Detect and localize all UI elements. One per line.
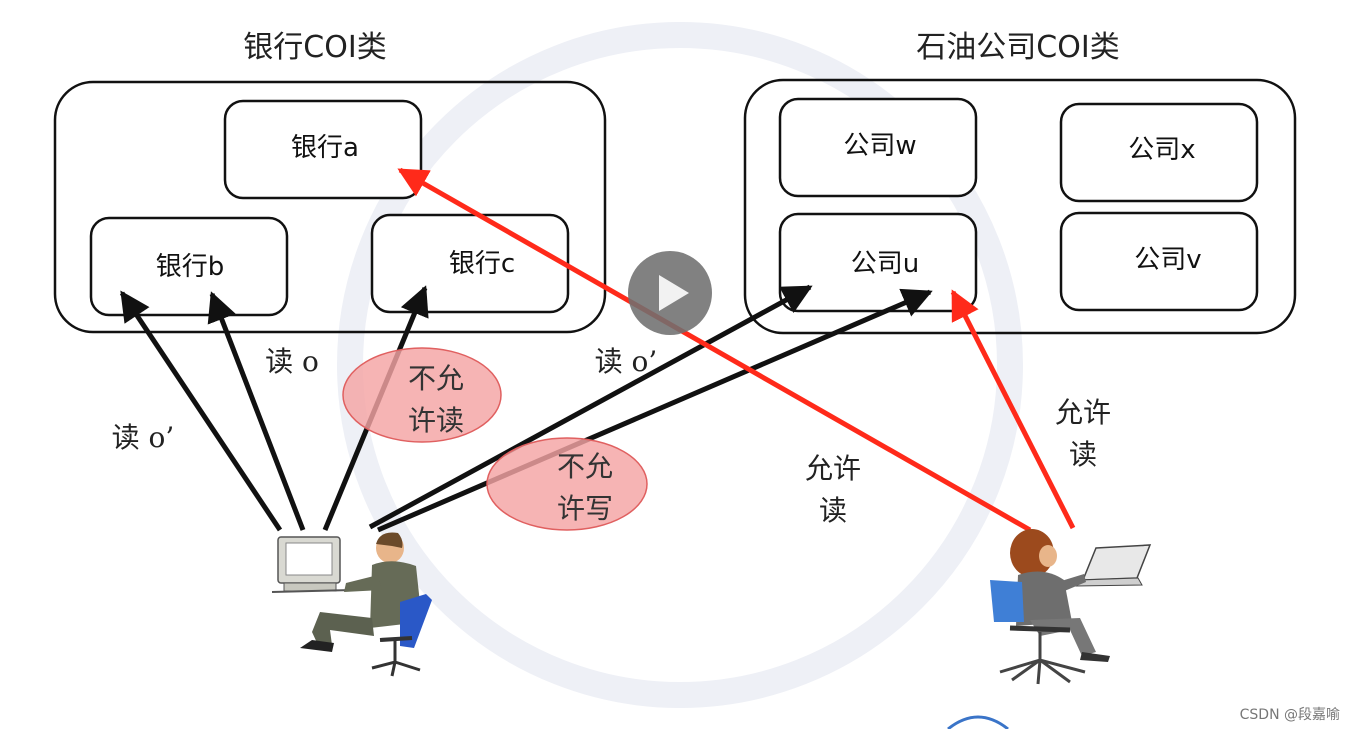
arrow-to-company-u-red xyxy=(950,289,1076,530)
bottom-logo-fragment xyxy=(947,715,1009,729)
company-w-box xyxy=(778,97,978,198)
arrow-to-company-u-1 xyxy=(368,284,813,530)
bank-coi-title: 银行COI类 xyxy=(243,30,386,65)
arrow-to-bank-b-1 xyxy=(119,290,283,532)
label-allow-read-right-2: 读 xyxy=(1069,438,1097,471)
csdn-watermark: CSDN @段嘉喻 xyxy=(1240,707,1340,723)
label-allow-read-mid-2: 读 xyxy=(819,494,847,527)
label-read-o: 读 o xyxy=(265,345,319,378)
deny-write-line1: 不允 xyxy=(557,450,613,483)
label-read-o-prime-left: 读 o’ xyxy=(112,421,175,454)
background-watermark xyxy=(337,22,1023,708)
deny-read-line1: 不允 xyxy=(408,362,464,395)
oil-coi-title: 石油公司COI类 xyxy=(916,30,1119,65)
bank-b-label: 银行b xyxy=(156,252,225,282)
black-arrows xyxy=(119,284,933,533)
deny-write-badge xyxy=(486,437,648,531)
bank-coi-container xyxy=(53,80,607,334)
deny-read-badge xyxy=(342,347,502,443)
deny-read-line2: 许读 xyxy=(408,404,464,437)
play-button[interactable] xyxy=(628,251,712,335)
play-icon xyxy=(659,275,689,311)
label-read-o-prime-mid: 读 o’ xyxy=(595,345,658,378)
label-allow-read-mid-1: 允许 xyxy=(805,452,861,485)
company-u-label: 公司u xyxy=(851,249,919,279)
arrow-to-bank-b-2 xyxy=(207,291,306,531)
man-at-computer-icon xyxy=(271,532,432,677)
label-allow-read-right-1: 允许 xyxy=(1055,396,1111,429)
arrow-to-company-u-2 xyxy=(377,288,933,533)
oil-coi-container xyxy=(743,78,1297,335)
company-x-box xyxy=(1059,102,1259,203)
red-arrows xyxy=(397,167,1076,533)
arrow-to-bank-a xyxy=(397,167,1032,533)
bank-a-box xyxy=(223,99,423,200)
deny-write-line2: 许写 xyxy=(557,492,613,525)
company-w-label: 公司w xyxy=(843,131,916,161)
company-u-box xyxy=(778,212,978,313)
company-x-label: 公司x xyxy=(1128,135,1195,165)
company-v-box xyxy=(1059,211,1259,312)
woman-at-laptop-icon xyxy=(990,529,1152,685)
bank-c-label: 银行c xyxy=(449,249,515,279)
company-v-label: 公司v xyxy=(1134,245,1201,275)
bank-a-label: 银行a xyxy=(291,133,359,163)
